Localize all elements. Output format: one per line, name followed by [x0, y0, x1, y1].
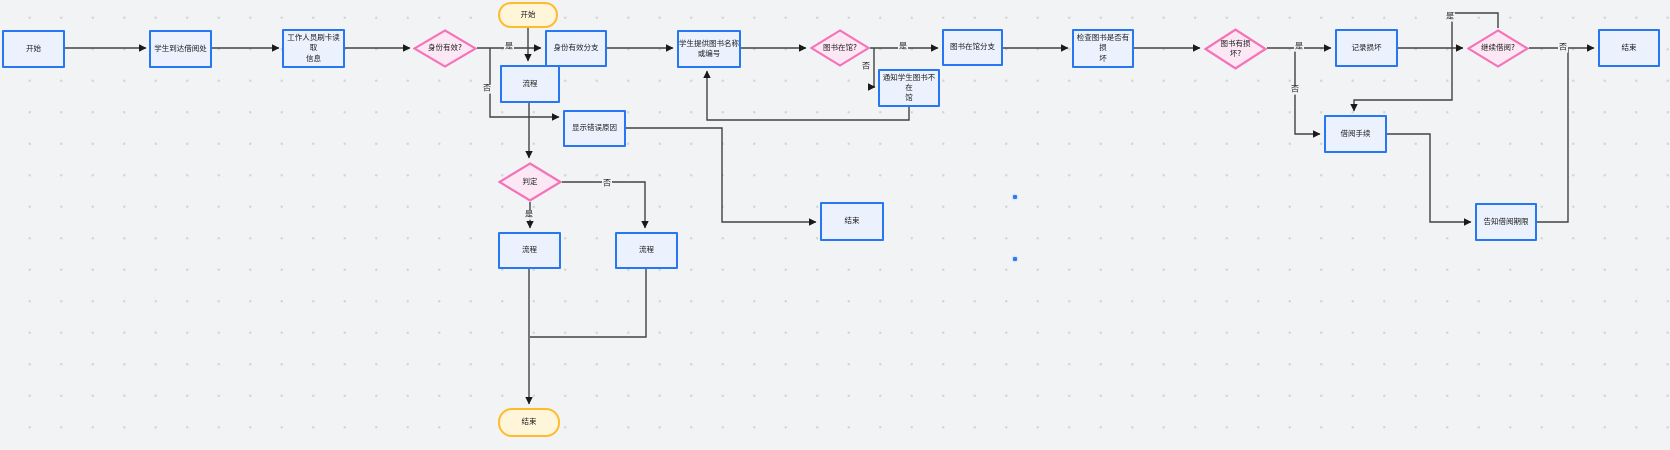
edge-label-no[interactable]: 否 — [1290, 84, 1300, 95]
node-label: 借阅手续 — [1340, 128, 1371, 138]
edge-label-yes[interactable]: 是 — [504, 41, 514, 52]
node-end-right[interactable]: 结束 — [1598, 29, 1660, 67]
edge-inform-join[interactable] — [1537, 49, 1569, 223]
node-label: 判定 — [522, 176, 538, 186]
node-label: 结束 — [1621, 42, 1637, 52]
node-record-damage[interactable]: 记录损坏 — [1335, 29, 1398, 67]
connection-point-dot — [1013, 257, 1017, 261]
diamond-shape-icon — [498, 162, 562, 202]
edge-damaged-no[interactable] — [1294, 48, 1321, 138]
node-label: 继续借阅? — [1481, 43, 1515, 53]
node-staff-swipe-card[interactable]: 工作人员刷卡读取 信息 — [282, 29, 345, 68]
node-label: 流程 — [522, 78, 538, 88]
edge-showerror-to-endmid[interactable] — [625, 127, 817, 226]
node-label: 通知学生图书不在 馆 — [882, 72, 936, 103]
edge-label-yes[interactable]: 是 — [1294, 41, 1304, 52]
node-process-left[interactable]: 流程 — [498, 232, 561, 269]
node-book-in-library-branch[interactable]: 图书在馆分支 — [942, 29, 1003, 66]
node-label: 学生到达借阅处 — [154, 43, 207, 53]
node-label: 开始 — [26, 43, 41, 53]
node-label: 告知借阅期限 — [1483, 216, 1529, 226]
node-check-damage[interactable]: 检查图书是否有损 坏 — [1072, 29, 1134, 68]
edge-judge-no[interactable] — [562, 181, 649, 229]
node-label: 结束 — [521, 417, 537, 427]
terminal-start[interactable]: 开始 — [498, 2, 558, 28]
node-label: 身份有效? — [428, 43, 462, 53]
node-label: 图书在馆分支 — [950, 42, 995, 52]
edge-procright-join[interactable] — [530, 269, 647, 338]
edge-label-yes[interactable]: 是 — [898, 41, 908, 52]
node-label: 检查图书是否有损 坏 — [1076, 33, 1130, 63]
node-label: 记录损坏 — [1351, 42, 1382, 52]
connection-point-dot — [1013, 195, 1017, 199]
node-notify-book-absent[interactable]: 通知学生图书不在 馆 — [878, 69, 940, 107]
node-label: 流程 — [639, 245, 654, 255]
node-show-error-reason[interactable]: 显示错误原因 — [563, 110, 626, 147]
node-end-middle[interactable]: 结束 — [820, 202, 884, 241]
node-label: 学生提供图书名称 或编号 — [679, 38, 739, 58]
edge-inlibrary-no[interactable] — [868, 48, 876, 91]
decision-book-damaged[interactable]: 图书有损 坏? — [1204, 28, 1267, 70]
node-borrow-procedure[interactable]: 借阅手续 — [1324, 115, 1387, 153]
diamond-shape-icon — [810, 29, 870, 67]
node-label: 显示错误原因 — [572, 123, 617, 133]
node-inform-deadline[interactable]: 告知借阅期限 — [1475, 203, 1537, 241]
node-label: 结束 — [844, 216, 860, 226]
node-label: 开始 — [520, 9, 536, 19]
edge-borrow-to-inform[interactable] — [1387, 133, 1472, 226]
node-label: 工作人员刷卡读取 信息 — [287, 33, 340, 63]
edge-label-no[interactable]: 否 — [482, 83, 492, 94]
edge-label-no[interactable]: 否 — [1558, 42, 1568, 53]
decision-judge[interactable]: 判定 — [498, 162, 562, 202]
node-label: 身份有效分支 — [553, 43, 599, 53]
node-provide-book-name[interactable]: 学生提供图书名称 或编号 — [677, 30, 741, 68]
node-label: 图书有损 坏? — [1220, 38, 1251, 58]
node-student-arrives[interactable]: 学生到达借阅处 — [149, 30, 212, 68]
edge-label-no[interactable]: 否 — [861, 61, 871, 72]
terminal-end[interactable]: 结束 — [498, 408, 560, 437]
edge-identity-no[interactable] — [489, 48, 560, 121]
decision-identity-valid[interactable]: 身份有效? — [413, 29, 477, 68]
decision-continue-borrow[interactable]: 继续借阅? — [1467, 29, 1529, 68]
node-label: 图书在馆? — [823, 42, 857, 52]
node-identity-valid-branch[interactable]: 身份有效分支 — [545, 30, 607, 67]
node-label: 流程 — [522, 245, 537, 255]
node-start-process[interactable]: 开始 — [2, 30, 65, 68]
diamond-shape-icon — [1467, 29, 1529, 68]
edge-notify-loopback[interactable] — [703, 70, 910, 121]
decision-book-in-library[interactable]: 图书在馆? — [810, 29, 870, 67]
edge-continue-yes[interactable] — [1350, 12, 1499, 112]
diamond-shape-icon — [1204, 28, 1267, 70]
edge-label-no[interactable]: 否 — [602, 178, 612, 189]
edge-label-yes[interactable]: 是 — [1445, 11, 1455, 22]
diamond-shape-icon — [413, 29, 477, 68]
node-process-top[interactable]: 流程 — [500, 65, 560, 103]
node-process-right[interactable]: 流程 — [615, 232, 678, 269]
edge-label-yes[interactable]: 是 — [524, 209, 534, 220]
